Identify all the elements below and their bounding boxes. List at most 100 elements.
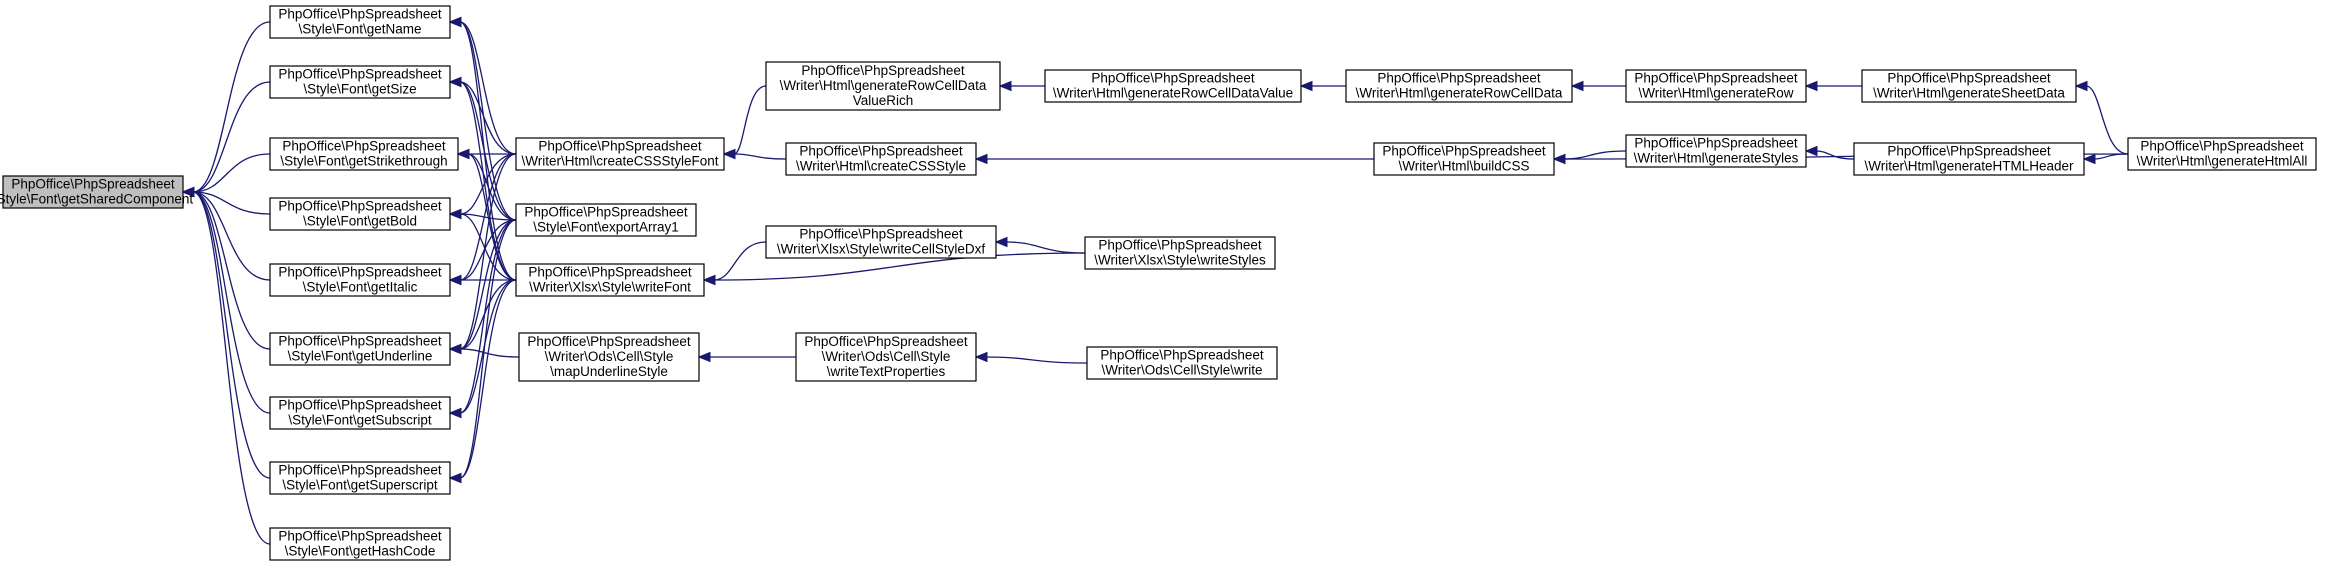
node-label-line: PhpOffice\PhpSpreadsheet (799, 144, 963, 159)
node-label-line: \Writer\Html\generateHtmlAll (2137, 154, 2308, 169)
node-label-line: \Writer\Html\generateSheetData (1873, 86, 2065, 101)
node-label-line: PhpOffice\PhpSpreadsheet (1382, 144, 1546, 159)
node-getSuperscript[interactable]: PhpOffice\PhpSpreadsheet\Style\Font\getS… (269, 461, 451, 495)
node-getStrikethrough[interactable]: PhpOffice\PhpSpreadsheet\Style\Font\getS… (269, 137, 459, 171)
node-getBold[interactable]: PhpOffice\PhpSpreadsheet\Style\Font\getB… (269, 197, 451, 231)
node-generateSheetData[interactable]: PhpOffice\PhpSpreadsheet\Writer\Html\gen… (1861, 69, 2077, 103)
node-box (795, 332, 977, 382)
node-label-line: PhpOffice\PhpSpreadsheet (1091, 71, 1255, 86)
edge-writeStyles-to-writeCellStyleDxf (994, 236, 1086, 254)
node-label-line: \writeTextProperties (827, 364, 946, 379)
node-label-line: PhpOffice\PhpSpreadsheet (1377, 71, 1541, 86)
node-label-line: \Style\Font\getSubscript (288, 413, 432, 428)
node-box (1625, 69, 1807, 103)
node-label-line: ValueRich (853, 93, 914, 108)
edge-createCSSStyle-to-createCSSStyleFont (722, 148, 787, 160)
node-box (269, 65, 451, 99)
node-label-line: PhpOffice\PhpSpreadsheet (524, 205, 688, 220)
edge-getSize-to-getSharedComponent (181, 81, 271, 198)
node-box (269, 461, 451, 495)
node-getSubscript[interactable]: PhpOffice\PhpSpreadsheet\Style\Font\getS… (269, 396, 451, 430)
node-label-line: PhpOffice\PhpSpreadsheet (1887, 71, 2051, 86)
node-generateRowCellData[interactable]: PhpOffice\PhpSpreadsheet\Writer\Html\gen… (1345, 69, 1573, 103)
node-writeTextProperties[interactable]: PhpOffice\PhpSpreadsheet\Writer\Ods\Cell… (795, 332, 977, 382)
edge-writeTextProperties-to-mapUnderlineStyle (697, 351, 796, 363)
edge-generateRowCellData-to-generateRowCellDataValue (1299, 80, 1347, 92)
node-label-line: PhpOffice\PhpSpreadsheet (1887, 144, 2051, 159)
edge-buildCSS-to-createCSSStyle (974, 153, 1374, 165)
node-label-line: \mapUnderlineStyle (550, 364, 668, 379)
node-label-line: \Writer\Html\generateRow (1638, 86, 1793, 101)
node-generateRow[interactable]: PhpOffice\PhpSpreadsheet\Writer\Html\gen… (1625, 69, 1807, 103)
edge-mapUnderlineStyle-to-getUnderline (448, 343, 520, 358)
nodes-layer: PhpOffice\PhpSpreadsheet \Style\Font\getS… (0, 5, 2317, 561)
node-label-line: \Writer\Xlsx\Style\writeFont (529, 280, 691, 295)
node-label-line: PhpOffice\PhpSpreadsheet (1634, 71, 1798, 86)
node-box (785, 142, 977, 176)
node-label-line: \Writer\Html\generateStyles (1634, 151, 1799, 166)
node-box (1086, 346, 1278, 380)
node-box (1084, 236, 1276, 270)
node-generateHTMLHeader[interactable]: PhpOffice\PhpSpreadsheet\Writer\Html\gen… (1853, 142, 2085, 176)
node-label-line: PhpOffice\PhpSpreadsheet (801, 63, 965, 78)
node-label-line: \Writer\Ods\Cell\Style (822, 349, 951, 364)
node-createCSSStyle[interactable]: PhpOffice\PhpSpreadsheet\Writer\Html\cre… (785, 142, 977, 176)
node-label-line: \Style\Font\getName (298, 22, 421, 37)
edge-getHashCode-to-getSharedComponent (181, 186, 271, 545)
node-createCSSStyleFont[interactable]: PhpOffice\PhpSpreadsheet\Writer\Html\cre… (515, 137, 725, 171)
node-mapUnderlineStyle[interactable]: PhpOffice\PhpSpreadsheet\Writer\Ods\Cell… (518, 332, 700, 382)
node-getSharedComponent[interactable]: PhpOffice\PhpSpreadsheet\Style\Font\getS… (0, 175, 193, 209)
node-getSize[interactable]: PhpOffice\PhpSpreadsheet\Style\Font\getS… (269, 65, 451, 99)
edge-createCSSStyleFont-to-getBold (448, 153, 517, 220)
node-generateHtmlAll[interactable]: PhpOffice\PhpSpreadsheet\Writer\Html\gen… (2127, 137, 2317, 171)
node-writeCellStyleDxf[interactable]: PhpOffice\PhpSpreadsheet\Writer\Xlsx\Sty… (765, 225, 997, 259)
node-box (515, 203, 697, 237)
edge-generateRowCellDataValueRich-to-createCSSStyleFont (722, 85, 767, 160)
node-generateStyles[interactable]: PhpOffice\PhpSpreadsheet\Writer\Html\gen… (1625, 134, 1807, 168)
node-box (269, 527, 451, 561)
node-box (269, 197, 451, 231)
node-box (269, 137, 459, 171)
edge-writeFont-to-getBold (448, 208, 517, 281)
node-odsWrite[interactable]: PhpOffice\PhpSpreadsheet\Writer\Ods\Cell… (1086, 346, 1278, 380)
node-getName[interactable]: PhpOffice\PhpSpreadsheet\Style\Font\getN… (269, 5, 451, 39)
edge-getSuperscript-to-getSharedComponent (181, 186, 271, 479)
node-label-line: PhpOffice\PhpSpreadsheet (278, 529, 442, 544)
node-label-line: PhpOffice\PhpSpreadsheet (1634, 136, 1798, 151)
node-label-line: PhpOffice\PhpSpreadsheet (2140, 139, 2304, 154)
node-exportArray1[interactable]: PhpOffice\PhpSpreadsheet\Style\Font\expo… (515, 203, 697, 237)
node-box (765, 61, 1001, 111)
node-writeFont[interactable]: PhpOffice\PhpSpreadsheet\Writer\Xlsx\Sty… (515, 263, 705, 297)
node-getUnderline[interactable]: PhpOffice\PhpSpreadsheet\Style\Font\getU… (269, 332, 451, 366)
node-box (1625, 134, 1807, 168)
node-box (269, 332, 451, 366)
node-generateRowCellDataValue[interactable]: PhpOffice\PhpSpreadsheet\Writer\Html\gen… (1044, 69, 1302, 103)
node-getItalic[interactable]: PhpOffice\PhpSpreadsheet\Style\Font\getI… (269, 263, 451, 297)
edge-generateHTMLHeader-to-generateStyles (1804, 145, 1855, 160)
node-label-line: \Writer\Html\buildCSS (1398, 159, 1529, 174)
edge-getSubscript-to-getSharedComponent (181, 186, 271, 414)
node-label-line: PhpOffice\PhpSpreadsheet (1100, 348, 1264, 363)
node-label-line: PhpOffice\PhpSpreadsheet (278, 265, 442, 280)
node-box (765, 225, 997, 259)
node-buildCSS[interactable]: PhpOffice\PhpSpreadsheet\Writer\Html\bui… (1373, 142, 1555, 176)
node-box (1861, 69, 2077, 103)
node-box (269, 5, 451, 39)
node-label-line: \Style\Font\exportArray1 (533, 220, 679, 235)
node-box (2127, 137, 2317, 171)
node-label-line: \Writer\Xlsx\Style\writeStyles (1094, 253, 1266, 268)
node-generateRowCellDataValueRich[interactable]: PhpOffice\PhpSpreadsheet\Writer\Html\gen… (765, 61, 1001, 111)
node-label-line: \Writer\Html\generateHTMLHeader (1864, 159, 2074, 174)
node-writeStyles[interactable]: PhpOffice\PhpSpreadsheet\Writer\Xlsx\Sty… (1084, 236, 1276, 270)
node-label-line: PhpOffice\PhpSpreadsheet (527, 334, 691, 349)
node-label-line: \Writer\Ods\Cell\Style (545, 349, 674, 364)
node-getHashCode[interactable]: PhpOffice\PhpSpreadsheet\Style\Font\getH… (269, 527, 451, 561)
node-label-line: \Style\Font\getSharedComponent (0, 192, 193, 207)
node-label-line: PhpOffice\PhpSpreadsheet (799, 227, 963, 242)
node-label-line: PhpOffice\PhpSpreadsheet (278, 199, 442, 214)
node-label-line: \Style\Font\getSuperscript (282, 478, 438, 493)
edges-layer (181, 16, 2129, 545)
node-box (269, 396, 451, 430)
edge-writeFont-to-getStrikethrough (456, 148, 517, 281)
